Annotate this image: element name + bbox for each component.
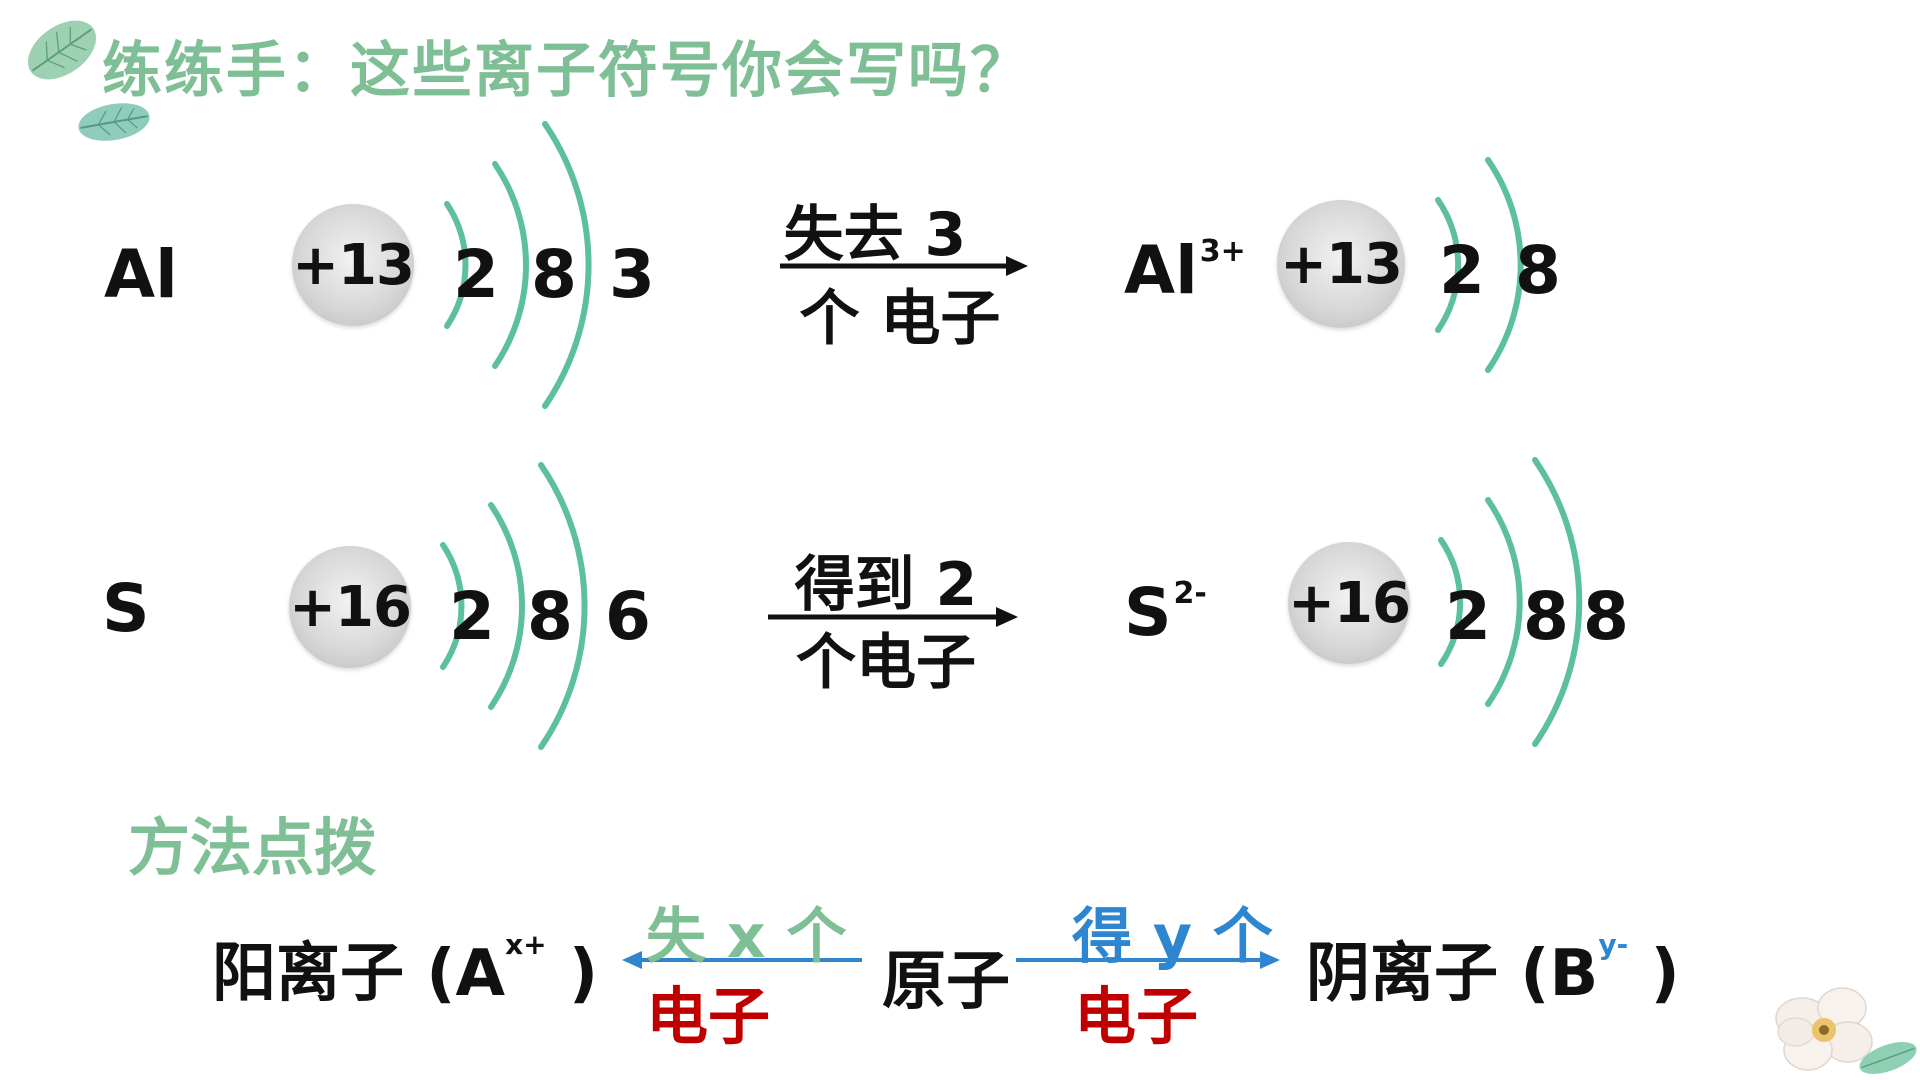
reaction-label-top: 得到 2: [794, 550, 978, 620]
ion-charge: 2-: [1173, 576, 1207, 611]
page-title: 练练手：这些离子符号你会写吗？: [102, 36, 1032, 106]
shell-count: 2: [1445, 578, 1491, 655]
anion-formula: 阴离子 (By- ): [1306, 928, 1680, 1011]
cation-formula: 阳离子 (Ax+ ): [212, 928, 599, 1011]
anion-charge: y-: [1598, 928, 1629, 961]
electron-label: 电子: [1074, 980, 1199, 1053]
ion-symbol-s: S2-: [1124, 574, 1207, 651]
shell-count: 8: [1523, 578, 1569, 655]
shell-count: 8: [527, 578, 573, 655]
atom-label: 原子: [882, 945, 1010, 1019]
atom-symbol-s: S: [102, 570, 150, 647]
cation-charge: x+: [505, 928, 547, 961]
method-title: 方法点拨: [128, 811, 377, 884]
shell-count: 8: [1583, 578, 1629, 655]
shell-count: 8: [531, 236, 577, 313]
shell-count: 6: [605, 578, 651, 655]
gain-electron-label: 得 y 个: [1072, 902, 1273, 972]
reaction-label-bottom: 个电子: [796, 628, 976, 698]
ion-charge: 3+: [1199, 234, 1246, 269]
atom-symbol-al: Al: [104, 236, 178, 313]
electron-label: 电子: [646, 980, 771, 1053]
ion-nucleus-al: +13: [1277, 200, 1405, 328]
shell-count: 3: [609, 236, 655, 313]
reaction-label-top: 失去 3: [783, 200, 967, 270]
atom-nucleus-al: +13: [292, 204, 415, 326]
shell-count: 2: [453, 236, 499, 313]
shell-count: 2: [449, 578, 495, 655]
lose-electron-label: 失 x 个: [646, 902, 847, 972]
ion-symbol-al: Al3+: [1124, 232, 1246, 309]
flower-icon: [1775, 987, 1917, 1074]
shell-count: 8: [1515, 232, 1561, 309]
ion-nucleus-s: +16: [1288, 542, 1411, 664]
reaction-label-bottom: 个 电子: [799, 284, 1001, 354]
leaf-icon: [27, 20, 150, 141]
shell-count: 2: [1439, 232, 1485, 309]
atom-nucleus-s: +16: [289, 546, 412, 668]
